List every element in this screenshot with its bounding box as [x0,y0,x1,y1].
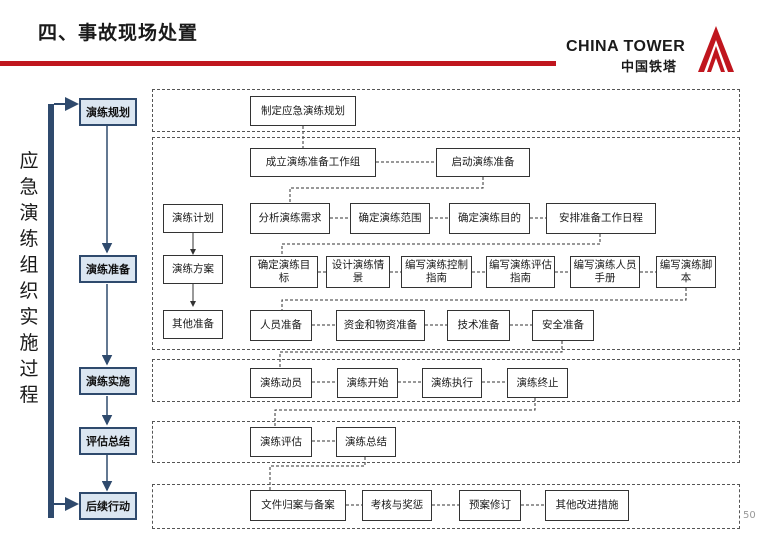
phase-followup: 后续行动 [79,492,137,520]
panel-evaluation [152,421,740,463]
box-assessment: 演练评估 [250,427,312,457]
phase-preparation: 演练准备 [79,255,137,283]
box-form-workgroup: 成立演练准备工作组 [250,148,376,177]
box-execute: 演练执行 [422,368,482,398]
panel-preparation [152,137,740,350]
box-other-improvement: 其他改进措施 [545,490,629,521]
page-title: 四、事故现场处置 [38,22,199,44]
box-terminate: 演练终止 [507,368,568,398]
box-mobilize: 演练动员 [250,368,312,398]
phase-evaluation: 评估总结 [79,427,137,455]
logo-text-en: CHINA TOWER [566,38,686,55]
box-staff-manual: 编写演练人员手册 [570,256,640,288]
box-script: 编写演练脚本 [656,256,716,288]
box-tech-prep: 技术准备 [447,310,510,341]
panel-planning [152,89,740,132]
china-tower-logo-icon [698,26,734,72]
box-define-purpose: 确定演练目的 [449,203,530,234]
box-analyze-needs: 分析演练需求 [250,203,330,234]
box-staff-prep: 人员准备 [250,310,312,341]
box-start: 演练开始 [337,368,398,398]
timeline-bar [48,104,54,518]
box-safety-prep: 安全准备 [532,310,594,341]
box-other-prep: 其他准备 [163,310,223,339]
phase-implementation: 演练实施 [79,367,137,395]
page-number: 50 [743,510,756,521]
box-control-guide: 编写演练控制指南 [401,256,472,288]
box-design-scenario: 设计演练情景 [326,256,390,288]
box-start-prep: 启动演练准备 [436,148,530,177]
header-divider [0,61,556,66]
box-define-scope: 确定演练范围 [350,203,430,234]
box-drill-scheme: 演练方案 [163,255,223,284]
box-schedule: 安排准备工作日程 [546,203,656,234]
box-archive: 文件归案与备案 [250,490,346,521]
box-appraisal: 考核与奖惩 [362,490,432,521]
box-summary: 演练总结 [336,427,396,457]
box-plan-revision: 预案修订 [459,490,521,521]
box-make-plan: 制定应急演练规划 [250,96,356,126]
box-drill-plan: 演练计划 [163,204,223,233]
panel-followup [152,484,740,529]
box-funds-prep: 资金和物资准备 [336,310,425,341]
side-title: 应急演练组织实施过程 [19,150,39,406]
logo-text-cn: 中国铁塔 [621,60,678,75]
phase-planning: 演练规划 [79,98,137,126]
box-eval-guide: 编写演练评估指南 [486,256,555,288]
panel-implementation [152,359,740,402]
box-define-goal: 确定演练目标 [250,256,318,288]
